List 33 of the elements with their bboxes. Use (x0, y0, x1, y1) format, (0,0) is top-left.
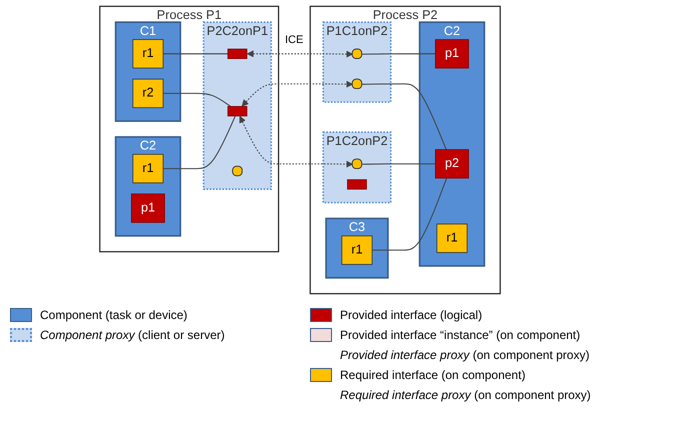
provided-interface (227, 48, 248, 59)
component-proxy-box: P1C2onP2 (322, 131, 392, 204)
component-proxy-box: P2C2onP1 (202, 21, 272, 190)
legend-text: Provided interface proxy (on component proxy) (340, 348, 590, 362)
required-interface: r1 (341, 235, 373, 265)
connector (362, 163, 436, 165)
connector (362, 83, 447, 150)
required-interface: r1 (132, 154, 164, 184)
arrow (246, 50, 353, 58)
provided-interface: p2 (435, 149, 469, 178)
component-proxy-box: P1C1onP2 (322, 21, 392, 103)
arrow (242, 80, 353, 107)
legend-text: Provided interface “instance” (on component) (340, 328, 580, 342)
required-interface (232, 166, 243, 176)
provided-interface (347, 179, 367, 190)
legend-text: Component proxy (client or server) (40, 328, 225, 342)
provided-interface: p1 (435, 39, 469, 68)
legend-text: Required interface (on component) (340, 368, 526, 382)
connector (163, 92, 231, 107)
legend-text: Required interface proxy (on component proxy) (340, 388, 591, 402)
provided-interface (227, 106, 248, 116)
connection-label: ICE (285, 34, 304, 46)
required-interface: r1 (132, 39, 164, 68)
connector (163, 116, 236, 170)
required-interface: r1 (436, 224, 468, 253)
connector (163, 53, 228, 54)
required-interface: r2 (132, 78, 164, 108)
arrow (239, 116, 353, 168)
provided-interface: p1 (131, 194, 165, 223)
connector (362, 53, 436, 55)
legend-text: Component (task or device) (40, 308, 188, 322)
connector (372, 178, 448, 251)
legend-text: Provided interface (logical) (340, 308, 482, 322)
